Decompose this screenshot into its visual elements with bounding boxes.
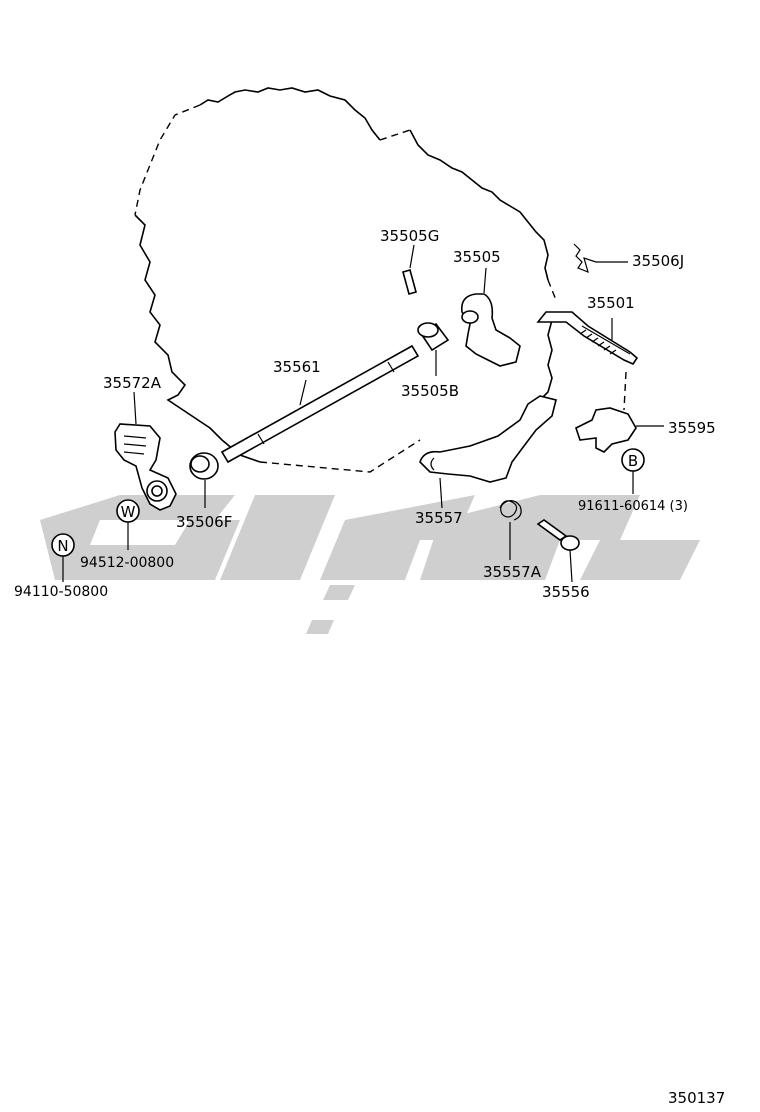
part-35506F-seal [189,452,219,508]
part-35595-bracket [575,407,664,453]
label-35501: 35501 [587,294,635,312]
part-35557-lever [419,395,557,509]
label-35506F: 35506F [176,513,232,531]
diagram-id: 350137 [668,1089,725,1107]
part-35572A-bracket [114,391,177,511]
marker-W: W [116,499,140,550]
transmission-case-outline [134,87,557,473]
label-35561: 35561 [273,358,321,376]
label-35572A: 35572A [103,374,162,392]
label-35506J: 35506J [632,252,684,270]
label-91611-60614: 91611-60614 (3) [578,499,688,514]
svg-text:B: B [628,452,638,470]
part-35501-dashed-guide [623,371,627,411]
label-94110-50800: 94110-50800 [14,584,108,600]
svg-text:N: N [57,537,68,555]
label-35505: 35505 [453,248,501,266]
label-35557: 35557 [415,509,463,527]
part-35556-bolt [536,519,580,583]
part-35505B-bushing [417,322,450,376]
label-35595: 35595 [668,419,716,437]
label-35557A: 35557A [483,563,542,581]
part-35505G-pin [402,244,417,295]
marker-N: N [51,533,75,582]
label-35556: 35556 [542,583,590,601]
part-35505-shift-head [460,267,521,367]
part-35506J-clip [573,243,628,274]
part-35561-shaft [220,344,420,464]
part-35557A-spring [499,500,522,560]
label-35505G: 35505G [380,227,439,245]
label-94512-00800: 94512-00800 [80,555,174,571]
part-35501-shaft [536,311,639,366]
marker-B: B [621,448,645,494]
svg-text:W: W [121,503,136,521]
label-35505B: 35505B [401,382,459,400]
watermark-logo [40,495,700,634]
